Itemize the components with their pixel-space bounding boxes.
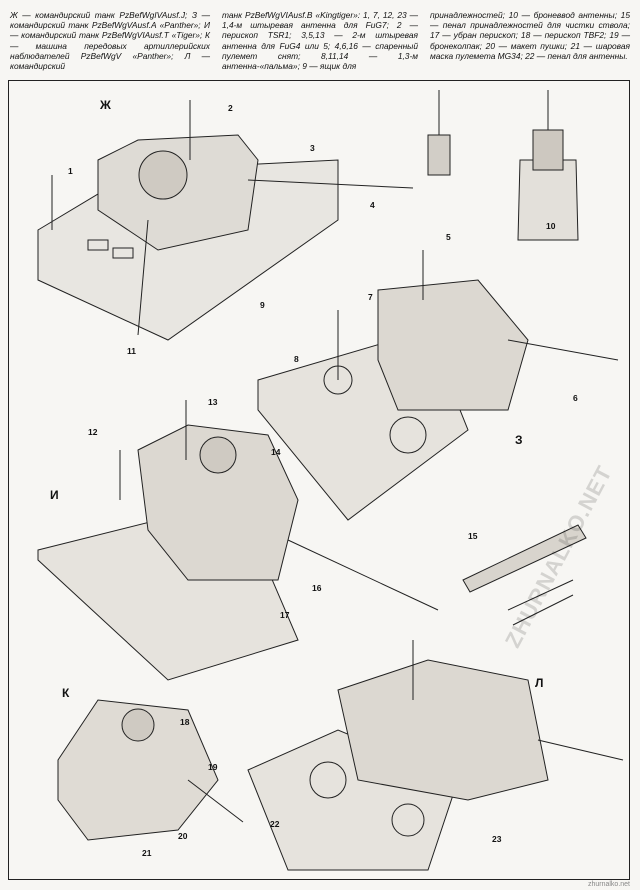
callout-8: 8 xyxy=(294,354,299,364)
callout-17: 17 xyxy=(280,610,290,620)
drawing-cleaning-kit xyxy=(462,524,587,626)
callout-23: 23 xyxy=(492,834,502,844)
callout-22: 22 xyxy=(270,819,280,829)
callout-5: 5 xyxy=(446,232,451,242)
callout-12: 12 xyxy=(88,427,98,437)
callout-7: 7 xyxy=(368,292,373,302)
view-label-i: И xyxy=(50,488,59,502)
caption-column-3: принадлежностей; 10 — броневвод антенны;… xyxy=(430,10,630,61)
caption-column-1: Ж — командирский танк PzBefWgIVAusf.J; З… xyxy=(10,10,210,72)
callout-4: 4 xyxy=(370,200,375,210)
callout-13: 13 xyxy=(208,397,218,407)
drawing-k-observer-panther xyxy=(57,699,244,841)
drawing-i-tiger xyxy=(37,400,439,681)
callout-18: 18 xyxy=(180,717,190,727)
drawing-z-panther xyxy=(257,250,619,521)
callout-21: 21 xyxy=(142,848,152,858)
callout-6: 6 xyxy=(573,393,578,403)
drawing-l-kingtiger xyxy=(247,640,624,871)
callout-14: 14 xyxy=(271,447,281,457)
callout-20: 20 xyxy=(178,831,188,841)
callout-11: 11 xyxy=(127,346,136,356)
callout-10: 10 xyxy=(546,221,556,231)
view-label-z: З xyxy=(515,433,523,447)
callout-1: 1 xyxy=(68,166,73,176)
callout-16: 16 xyxy=(312,583,322,593)
drawing-antenna-mounts xyxy=(427,90,579,241)
drawing-zh-panzer4 xyxy=(37,100,414,341)
callout-3: 3 xyxy=(310,143,315,153)
view-label-l: Л xyxy=(535,676,544,690)
illustration-frame xyxy=(8,80,630,880)
view-label-k: К xyxy=(62,686,70,700)
callout-2: 2 xyxy=(228,103,233,113)
caption-column-2: танк PzBefWgVIAusf.B «Kingtiger»: 1, 7, … xyxy=(222,10,418,72)
footer-watermark: zhurnalko.net xyxy=(587,881,630,888)
callout-19: 19 xyxy=(208,762,218,772)
callout-15: 15 xyxy=(468,531,478,541)
tank-drawings xyxy=(37,90,624,871)
callout-9: 9 xyxy=(260,300,265,310)
view-label-zh: Ж xyxy=(100,98,111,112)
